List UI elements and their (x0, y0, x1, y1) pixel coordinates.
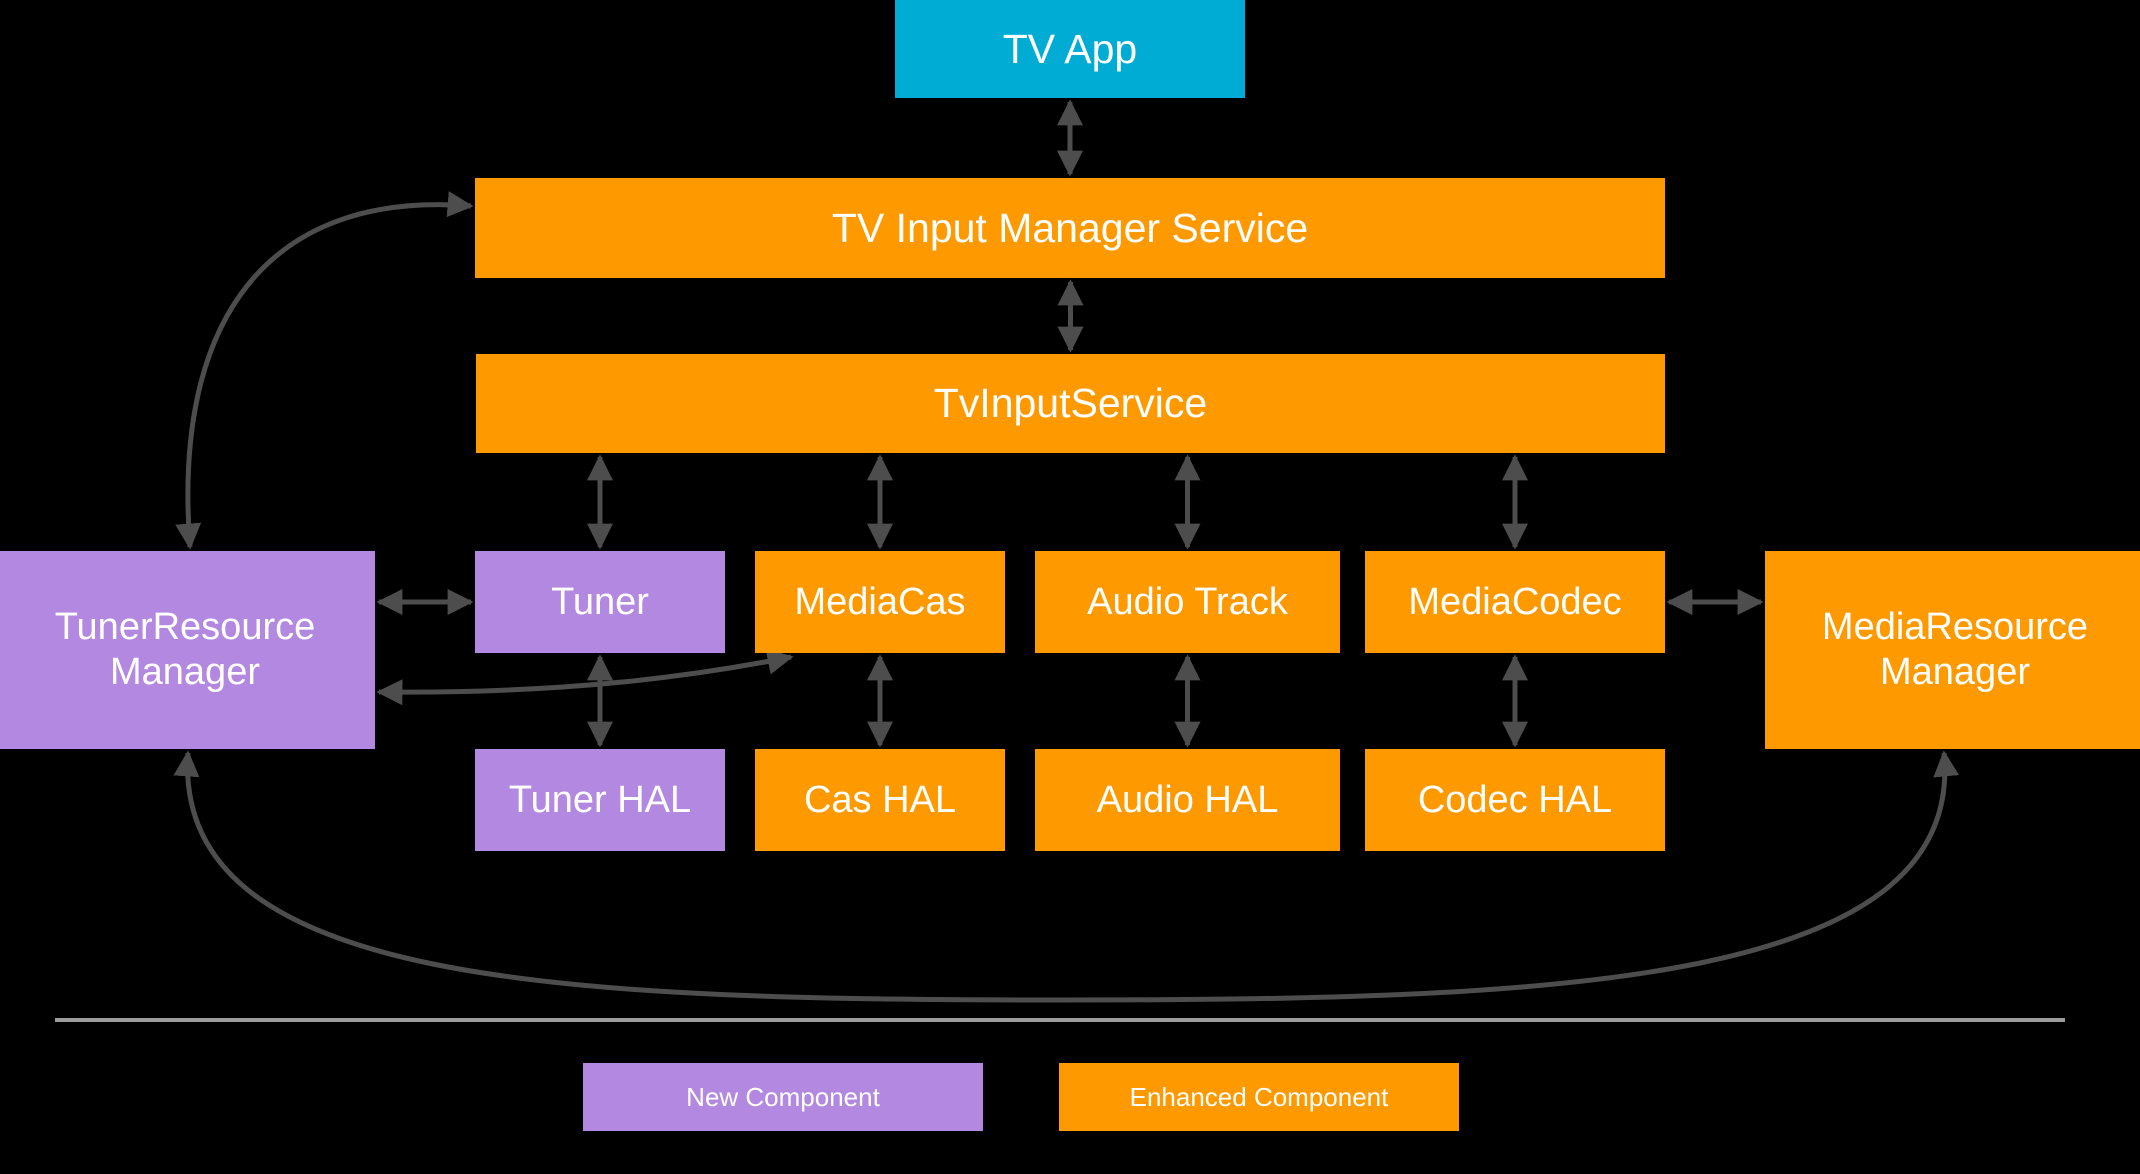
node-media-cas: MediaCas (755, 551, 1005, 653)
node-audio-hal: Audio HAL (1035, 749, 1340, 851)
edge-tuner-resource-mgr-to-tv-input-manager (188, 205, 471, 547)
node-label: TV Input Manager Service (832, 204, 1308, 252)
node-label: TvInputService (934, 379, 1207, 427)
node-cas-hal: Cas HAL (755, 749, 1005, 851)
node-media-resource-mgr: MediaResourceManager (1765, 551, 2140, 749)
node-label: TunerResourceManager (55, 605, 316, 695)
node-label: MediaCas (794, 580, 965, 625)
legend-separator (55, 1018, 2065, 1022)
node-label: MediaCodec (1408, 580, 1621, 625)
node-label: Tuner (551, 580, 649, 625)
node-codec-hal: Codec HAL (1365, 749, 1665, 851)
node-tuner: Tuner (475, 551, 725, 653)
node-label: Codec HAL (1418, 778, 1612, 823)
legend-enhanced: Enhanced Component (1059, 1063, 1459, 1131)
node-tuner-hal: Tuner HAL (475, 749, 725, 851)
node-tv-input-service: TvInputService (476, 354, 1665, 453)
legend-new: New Component (583, 1063, 983, 1131)
node-label: Audio Track (1087, 580, 1288, 625)
node-label: MediaResourceManager (1822, 605, 2088, 695)
node-media-codec: MediaCodec (1365, 551, 1665, 653)
node-tuner-resource-mgr: TunerResourceManager (0, 551, 375, 749)
node-tv-input-manager: TV Input Manager Service (475, 178, 1665, 278)
node-label: Audio HAL (1097, 778, 1279, 823)
node-label: Tuner HAL (509, 778, 691, 823)
node-label: Cas HAL (804, 778, 956, 823)
edge-tuner-resource-mgr-to-media-cas (379, 657, 791, 692)
node-audio-track: Audio Track (1035, 551, 1340, 653)
node-tv-app: TV App (895, 0, 1245, 98)
node-label: TV App (1003, 25, 1137, 73)
